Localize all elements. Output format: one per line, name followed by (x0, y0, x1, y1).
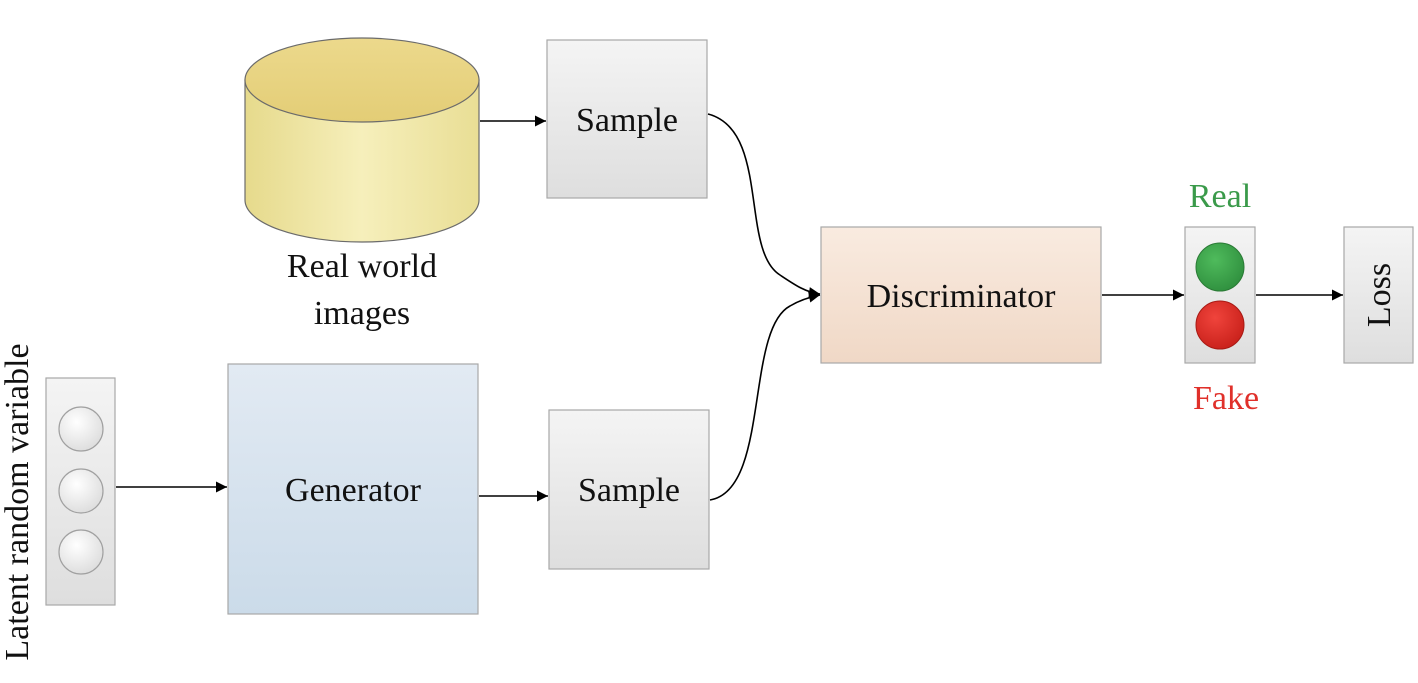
latent-node-icon (58, 468, 104, 514)
discriminator-box (820, 226, 1102, 364)
arrow-sample-bottom-to-discriminator (709, 291, 821, 501)
arrow-sample-top-to-discriminator (707, 113, 821, 298)
sample-top-label: Sample (576, 102, 678, 139)
sample-box-bottom (548, 409, 710, 570)
fake-label: Fake (1193, 380, 1259, 417)
real-indicator-icon (1195, 242, 1245, 292)
loss-label: Loss (1361, 263, 1398, 327)
real-label: Real (1189, 178, 1251, 215)
latent-node-icon (58, 529, 104, 575)
latent-random-variable-label: Latent random variable (0, 343, 36, 660)
sample-box-top (546, 39, 708, 199)
generator-box (227, 363, 479, 615)
latent-node-icon (58, 406, 104, 452)
discriminator-label: Discriminator (867, 278, 1057, 315)
fake-indicator-icon (1195, 300, 1245, 350)
real-world-images-database-icon (244, 37, 480, 243)
sample-bottom-label: Sample (578, 472, 680, 509)
real-world-images-label-line2: images (314, 295, 410, 332)
real-world-images-label-line1: Real world (287, 248, 437, 285)
generator-label: Generator (285, 472, 422, 509)
loss-box (1343, 226, 1414, 364)
